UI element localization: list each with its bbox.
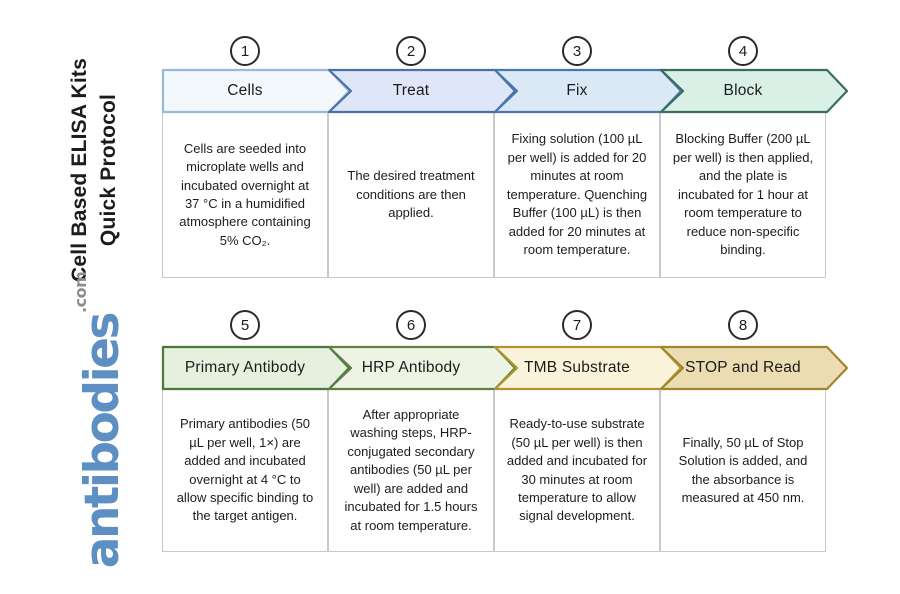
protocol-row-1: 1 Cells Cells are seeded into microplate… — [161, 36, 849, 278]
step-description-box: Cells are seeded into microplate wells a… — [162, 112, 328, 278]
step-description: Primary antibodies (50 µL per well, 1×) … — [176, 416, 314, 524]
step-label: Cells — [227, 82, 263, 99]
step-label: Block — [723, 82, 763, 99]
step-3: 3 Fix Fixing solution (100 µL per well) … — [493, 36, 683, 278]
step-description: Blocking Buffer (200 µL per well) is the… — [672, 131, 814, 258]
arrow-banner-shape — [659, 68, 849, 114]
step-number: 6 — [406, 316, 416, 334]
step-description-box: Finally, 50 µL of Stop Solution is added… — [660, 389, 826, 552]
step-number-badge: 5 — [230, 310, 260, 340]
step-description-box: Ready-to-use substrate (50 µL per well) … — [494, 389, 660, 552]
step-description: After appropriate washing steps, HRP-con… — [344, 406, 478, 533]
step-banner: Block — [659, 68, 849, 114]
step-8: 8 STOP and Read Finally, 50 µL of Stop S… — [659, 310, 849, 552]
step-label: TMB Substrate — [524, 359, 630, 376]
step-description-box: Primary antibodies (50 µL per well, 1×) … — [162, 389, 328, 552]
step-number-badge: 7 — [562, 310, 592, 340]
step-number-badge: 8 — [728, 310, 758, 340]
step-label: Fix — [566, 82, 588, 99]
step-number: 4 — [738, 42, 748, 60]
step-number: 2 — [406, 42, 416, 60]
step-banner: Fix — [493, 68, 683, 114]
brand-logo: antibodies .com — [67, 270, 137, 570]
step-description-box: Blocking Buffer (200 µL per well) is the… — [660, 112, 826, 278]
step-2: 2 Treat The desired treatment conditions… — [327, 36, 517, 278]
step-banner: Cells — [161, 68, 351, 114]
step-banner: TMB Substrate — [493, 345, 683, 391]
step-number: 5 — [240, 316, 250, 334]
brand-wordmark: antibodies — [74, 313, 130, 569]
step-number-badge: 2 — [396, 36, 426, 66]
step-4: 4 Block Blocking Buffer (200 µL per well… — [659, 36, 849, 278]
step-number: 7 — [572, 316, 582, 334]
step-7: 7 TMB Substrate Ready-to-use substrate (… — [493, 310, 683, 552]
step-description-box: The desired treatment conditions are the… — [328, 112, 494, 278]
step-6: 6 HRP Antibody After appropriate washing… — [327, 310, 517, 552]
step-description-box: Fixing solution (100 µL per well) is add… — [494, 112, 660, 278]
brand-suffix: .com — [71, 271, 90, 313]
step-banner: Primary Antibody — [161, 345, 351, 391]
step-label: Treat — [392, 82, 430, 99]
step-description: Ready-to-use substrate (50 µL per well) … — [506, 416, 648, 524]
step-1: 1 Cells Cells are seeded into microplate… — [161, 36, 351, 278]
step-description: The desired treatment conditions are the… — [347, 168, 475, 221]
step-number: 3 — [572, 42, 582, 60]
step-banner: STOP and Read — [659, 345, 849, 391]
step-label: Primary Antibody — [184, 359, 306, 376]
arrow-banner-shape — [659, 345, 849, 391]
step-banner: HRP Antibody — [327, 345, 517, 391]
step-label: HRP Antibody — [361, 359, 461, 376]
step-description: Cells are seeded into microplate wells a… — [179, 140, 311, 248]
step-number: 8 — [738, 316, 748, 334]
step-number-badge: 6 — [396, 310, 426, 340]
step-banner: Treat — [327, 68, 517, 114]
step-description: Finally, 50 µL of Stop Solution is added… — [678, 434, 808, 505]
step-number: 1 — [240, 42, 250, 60]
step-description-box: After appropriate washing steps, HRP-con… — [328, 389, 494, 552]
step-number-badge: 4 — [728, 36, 758, 66]
step-label: STOP and Read — [685, 359, 801, 376]
protocol-row-2: 5 Primary Antibody Primary antibodies (5… — [161, 310, 849, 552]
step-5: 5 Primary Antibody Primary antibodies (5… — [161, 310, 351, 552]
step-description: Fixing solution (100 µL per well) is add… — [506, 131, 648, 258]
step-number-badge: 3 — [562, 36, 592, 66]
step-number-badge: 1 — [230, 36, 260, 66]
